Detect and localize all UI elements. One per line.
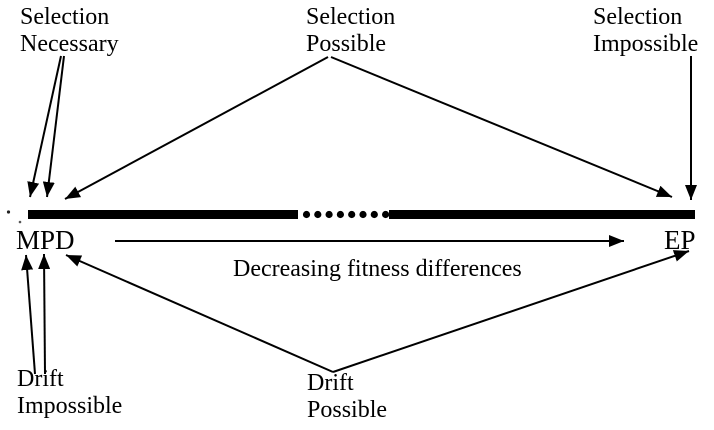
arrow-drift-possible-right bbox=[332, 250, 690, 373]
continuum-bar-right-segment bbox=[389, 210, 695, 219]
label-drift-possible-line2: Possible bbox=[307, 397, 388, 423]
label-drift-possible-line1: Drift bbox=[307, 370, 354, 396]
label-drift-possible: Drift Possible bbox=[307, 370, 387, 424]
arrow-drift-impossible-1 bbox=[21, 254, 36, 375]
continuum-bar-dotted-segment bbox=[302, 210, 390, 219]
label-selection-possible-line1: Selection bbox=[306, 4, 396, 30]
label-drift-impossible-line2: Impossible bbox=[17, 393, 123, 419]
label-drift-impossible: Drift Impossible bbox=[17, 366, 122, 420]
axis-caption: Decreasing fitness differences bbox=[233, 256, 522, 282]
label-selection-possible: Selection Possible bbox=[306, 4, 395, 58]
label-drift-impossible-line1: Drift bbox=[17, 366, 64, 392]
arrow-selection-possible-left bbox=[64, 56, 329, 200]
stray-dot bbox=[18, 220, 22, 224]
label-selection-possible-line2: Possible bbox=[306, 31, 387, 57]
axis-endpoint-mpd: MPD bbox=[16, 225, 75, 255]
arrow-selection-necessary-1 bbox=[27, 55, 62, 198]
arrow-selection-necessary-2 bbox=[42, 55, 65, 198]
stray-dot bbox=[6, 210, 11, 214]
label-selection-necessary-line1: Selection bbox=[20, 4, 110, 30]
label-selection-necessary-line2: Necessary bbox=[20, 31, 119, 57]
continuum-bar bbox=[28, 210, 695, 219]
label-selection-impossible: Selection Impossible bbox=[593, 4, 698, 58]
label-selection-impossible-line1: Selection bbox=[593, 4, 683, 30]
arrow-selection-possible-right bbox=[330, 56, 673, 198]
label-selection-necessary: Selection Necessary bbox=[20, 4, 119, 58]
axis-endpoint-ep: EP bbox=[664, 225, 696, 255]
label-selection-impossible-line2: Impossible bbox=[593, 31, 699, 57]
arrow-drift-impossible-2 bbox=[38, 253, 51, 375]
continuum-bar-left-segment bbox=[28, 210, 298, 219]
arrow-drift-possible-left bbox=[65, 254, 334, 373]
